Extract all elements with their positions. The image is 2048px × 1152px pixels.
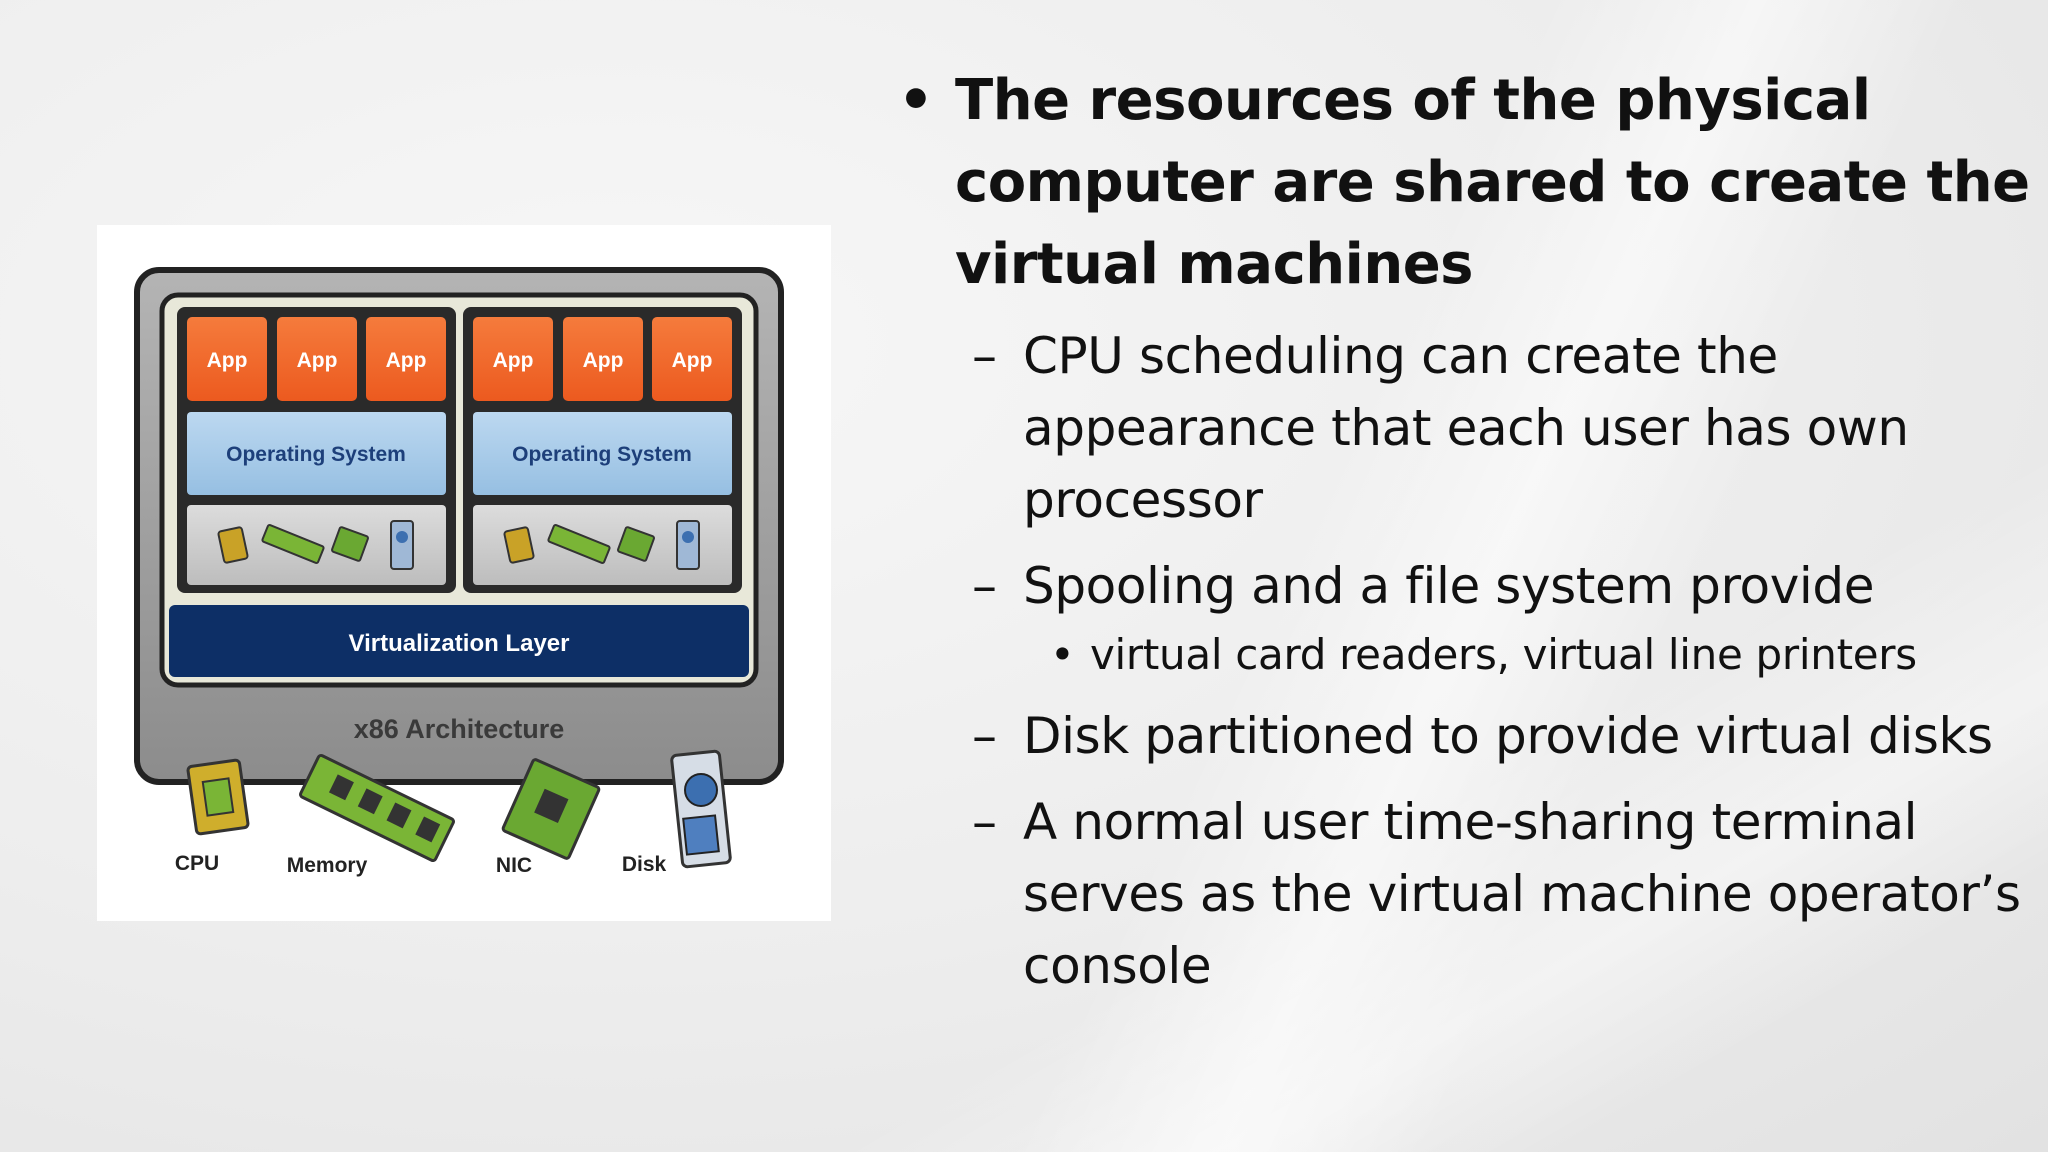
hardware-label-nic: NIC <box>496 854 532 877</box>
app-label: App <box>207 349 248 372</box>
app-label: App <box>386 349 427 372</box>
cpu-icon <box>503 526 535 564</box>
bullet-marker: • <box>898 68 934 133</box>
bullet-list: • The resources of the physical computer… <box>890 60 2030 1002</box>
physical-hardware <box>186 749 732 869</box>
vm-right <box>463 307 742 593</box>
os-label: Operating System <box>226 443 406 466</box>
os-label: Operating System <box>512 443 692 466</box>
hardware-label-disk: Disk <box>622 853 667 876</box>
bullet-level2: – Disk partitioned to provide virtual di… <box>890 700 2030 772</box>
bullet-marker: • <box>1050 630 1075 679</box>
app-box <box>563 317 643 401</box>
bullet-level1: • The resources of the physical computer… <box>890 60 2030 306</box>
virtualization-diagram: App App App App App App Operating System… <box>97 225 831 921</box>
bullet-text: A normal user time-sharing terminal serv… <box>1023 793 2021 995</box>
dash-marker: – <box>972 707 997 765</box>
disk-platter-icon <box>396 531 408 543</box>
virtualization-layer <box>169 605 749 677</box>
bullet-text: Spooling and a file system provide <box>1023 557 1875 615</box>
hardware-label-cpu: CPU <box>175 852 219 875</box>
app-label: App <box>583 349 624 372</box>
app-box <box>473 317 553 401</box>
disk-platter-icon <box>682 531 694 543</box>
bullet-text: Disk partitioned to provide virtual disk… <box>1023 707 1993 765</box>
bullet-level3: • virtual card readers, virtual line pri… <box>890 624 2030 686</box>
bullet-text: The resources of the physical computer a… <box>955 68 2030 297</box>
bullet-level2: – Spooling and a file system provide <box>890 550 2030 622</box>
nic-icon <box>617 526 655 562</box>
bullet-level2: – CPU scheduling can create the appearan… <box>890 320 2030 536</box>
virtual-hardware-icons-left <box>217 520 414 570</box>
nic-icon <box>331 526 369 562</box>
os-box <box>473 412 732 495</box>
architecture-label: x86 Architecture <box>354 714 565 744</box>
bullet-text: virtual card readers, virtual line print… <box>1090 630 1917 679</box>
dash-marker: – <box>972 327 997 385</box>
disk-platter-icon <box>684 773 718 807</box>
memory-icon <box>261 524 325 564</box>
virtualization-layer-label: Virtualization Layer <box>349 630 570 657</box>
app-box <box>652 317 732 401</box>
app-label: App <box>493 349 534 372</box>
disk-icon <box>390 520 414 570</box>
hardware-label-memory: Memory <box>287 854 368 877</box>
bullet-level2: – A normal user time-sharing terminal se… <box>890 786 2030 1002</box>
bullet-text: CPU scheduling can create the appearance… <box>1023 327 1909 529</box>
cpu-icon <box>217 526 249 564</box>
dash-marker: – <box>972 557 997 615</box>
dash-marker: – <box>972 793 997 851</box>
disk-icon <box>676 520 700 570</box>
virtual-hardware-icons-right <box>503 520 700 570</box>
memory-icon <box>547 524 611 564</box>
app-box <box>187 317 267 401</box>
os-box <box>187 412 446 495</box>
app-box <box>277 317 357 401</box>
app-label: App <box>297 349 338 372</box>
app-box <box>366 317 446 401</box>
app-label: App <box>672 349 713 372</box>
